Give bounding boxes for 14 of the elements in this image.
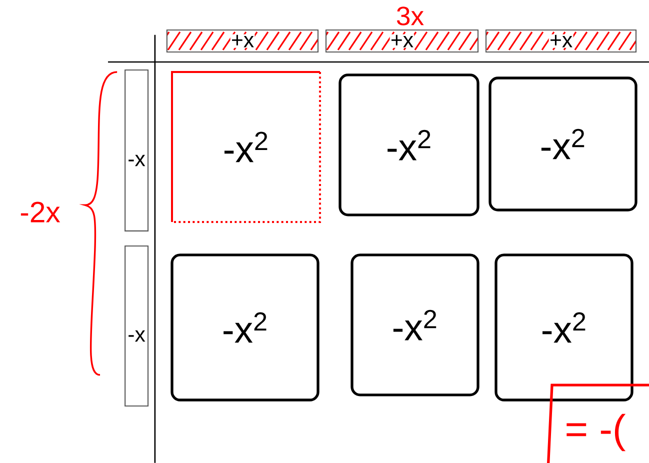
area-tile: -x$^{2}$ [170, 254, 320, 402]
algebra-tile: +x [166, 29, 319, 53]
algebra-tile: -x [124, 69, 149, 232]
area-tile: -x$^{2}$ [488, 76, 638, 212]
area-tile: -x$^{2}$ [350, 254, 480, 396]
math-label: -2x [20, 202, 60, 222]
math-label: 3x [396, 6, 424, 26]
algebra-tile: -x [124, 245, 149, 407]
algebra-tile: +x [325, 29, 479, 53]
algebra-tile: +x [485, 29, 637, 53]
answer-box: = -( [546, 384, 649, 463]
area-tile: -x$^{2}$ [338, 74, 480, 216]
area-tile: -x$^{2}$ [494, 254, 634, 402]
area-tile: -x$^{2}$ [171, 71, 321, 223]
